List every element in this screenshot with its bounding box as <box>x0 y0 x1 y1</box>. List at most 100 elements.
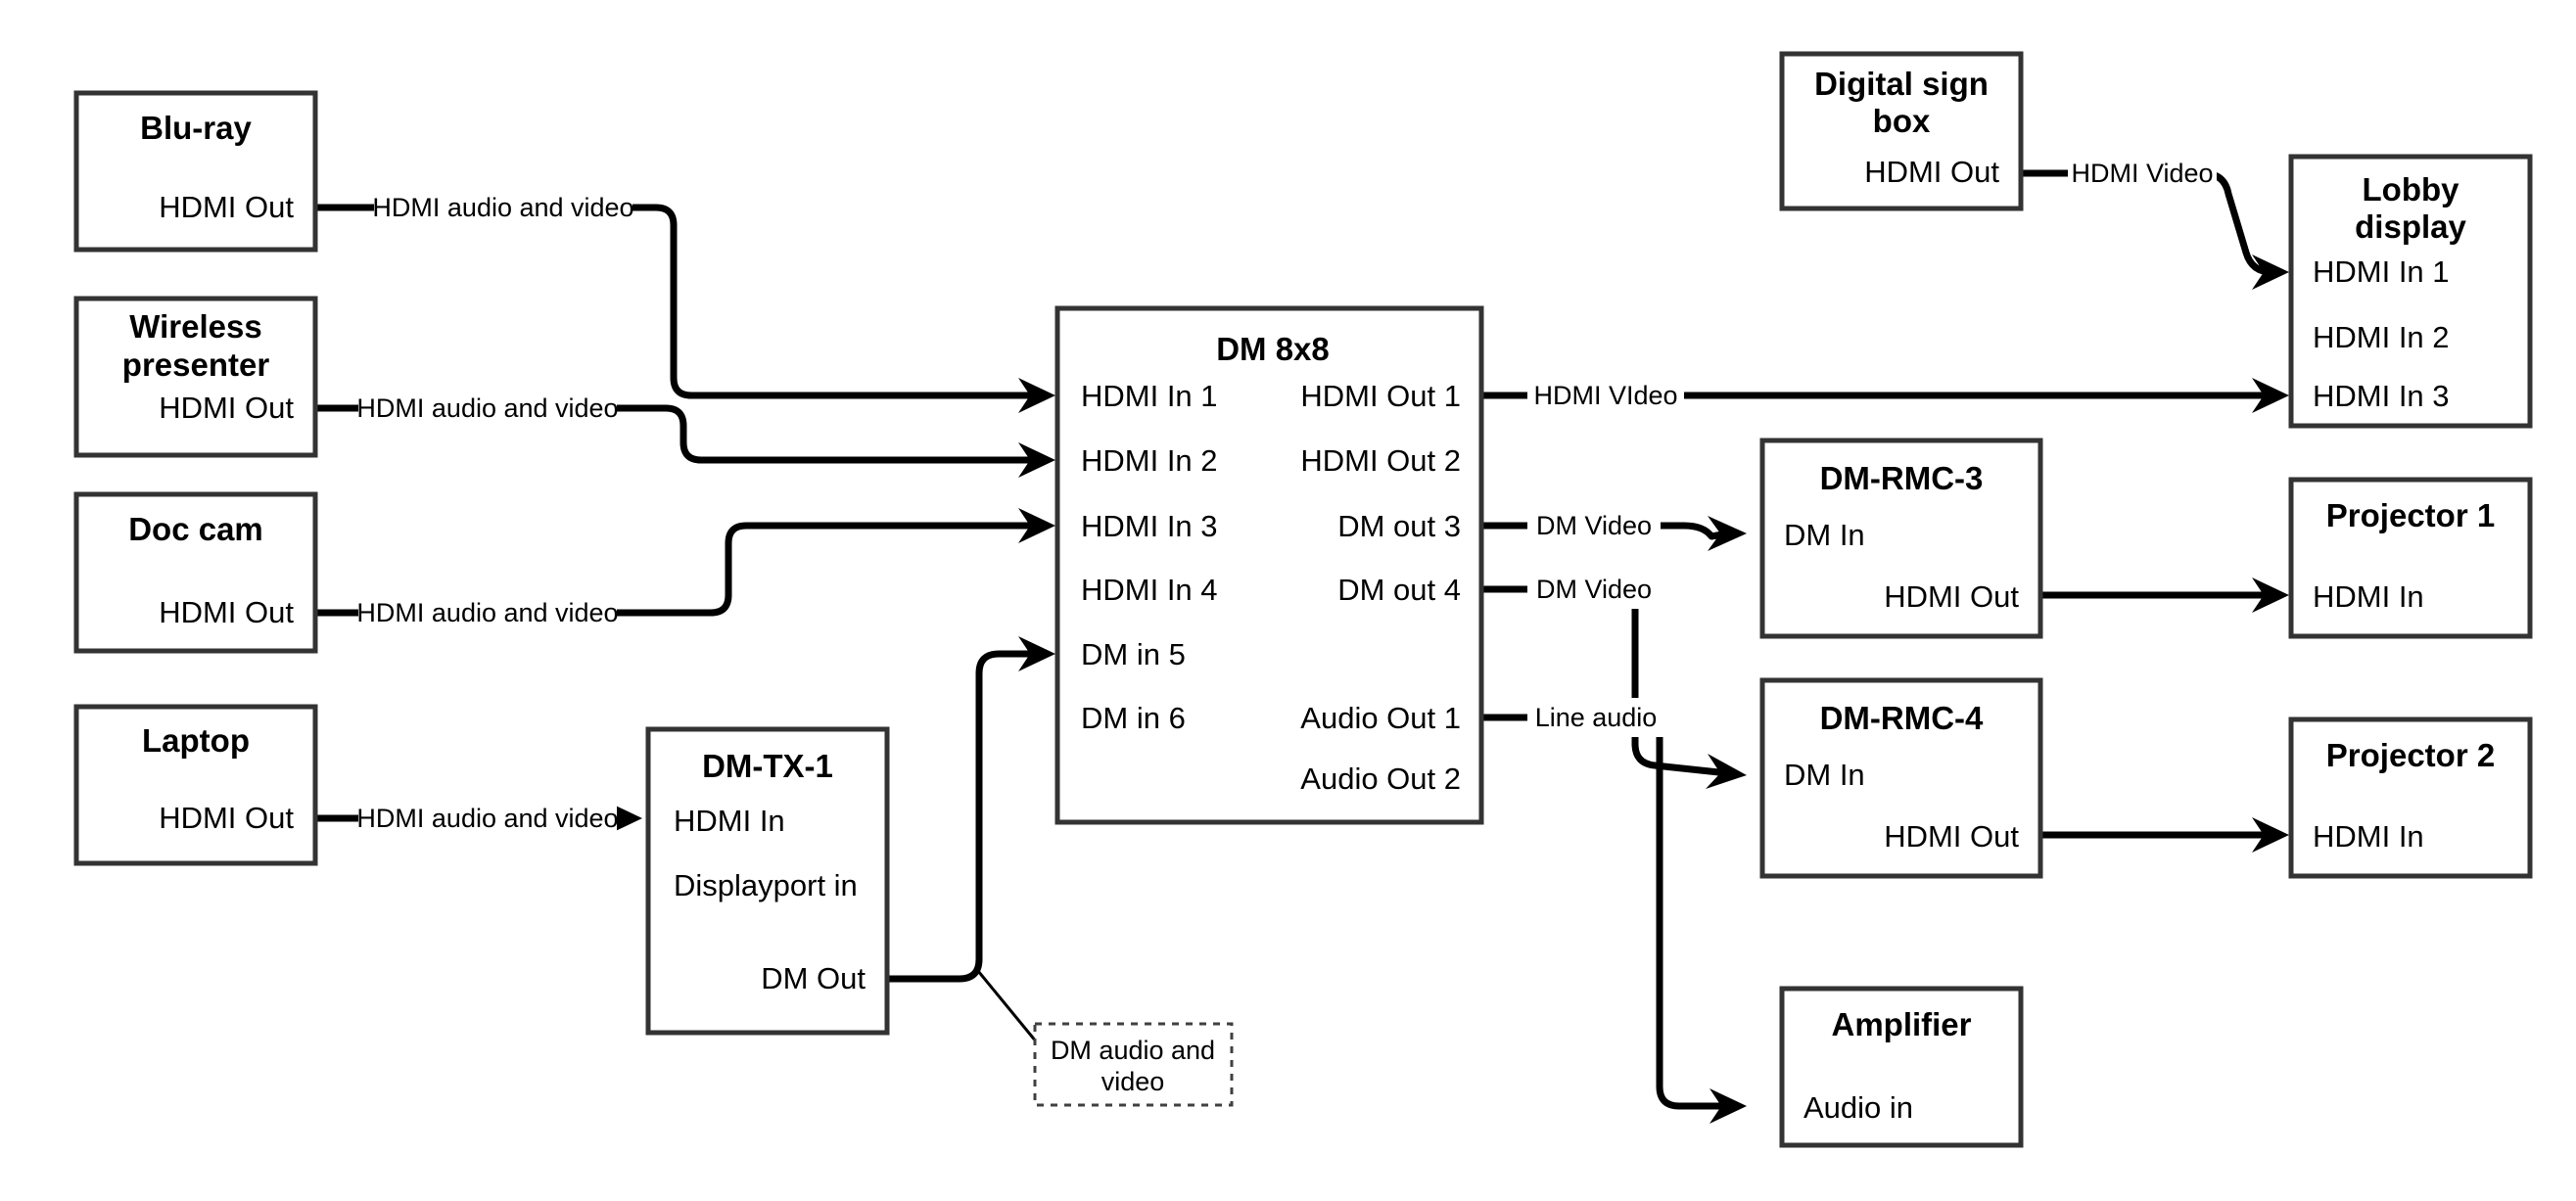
node-digital-sign-box[interactable]: Digital sign box HDMI Out <box>1779 51 2024 211</box>
projector-2-box[interactable] <box>2288 716 2533 879</box>
doc-cam-title: Doc cam <box>128 511 263 547</box>
doc-cam-box[interactable] <box>73 491 318 654</box>
digital-sign-title-line2: box <box>1873 103 1931 139</box>
node-doc-cam[interactable]: Doc cam HDMI Out <box>73 491 318 654</box>
dm-8x8-title: DM 8x8 <box>1216 331 1330 367</box>
dm-8x8-output-dm-out-4: DM out 4 <box>1337 573 1461 607</box>
dm-rmc-3-box[interactable] <box>1759 438 2043 639</box>
projector-1-title: Projector 1 <box>2326 497 2495 533</box>
amplifier-port-audio-in: Audio in <box>1803 1090 1913 1125</box>
digital-sign-box[interactable] <box>1779 51 2024 211</box>
lobby-display-title-line2: display <box>2355 208 2466 245</box>
arrowhead-lobby-hdmi-in-3 <box>2252 378 2289 413</box>
dm-rmc-4-box[interactable] <box>1759 677 2043 879</box>
doc-cam-port-hdmi-out: HDMI Out <box>159 595 294 629</box>
cable-dmtx1-to-dm8x8 <box>887 650 1040 983</box>
node-bluray[interactable]: Blu-ray HDMI Out <box>73 90 318 253</box>
dm-8x8-output-hdmi-out-1: HDMI Out 1 <box>1300 379 1461 413</box>
dm-tx-1-port-displayport-in: Displayport in <box>674 868 858 902</box>
dm-rmc-4-port-hdmi-out: HDMI Out <box>1884 819 2019 854</box>
cable-label-dm-out-3: DM Video <box>1536 511 1652 540</box>
cable-label-hdmi-out-1: HDMI VIdeo <box>1533 381 1677 410</box>
node-dm-rmc-4[interactable]: DM-RMC-4 DM In HDMI Out <box>1759 677 2043 879</box>
amplifier-box[interactable] <box>1779 986 2024 1148</box>
dm-8x8-input-hdmi-in-4: HDMI In 4 <box>1081 573 1218 607</box>
projector-1-box[interactable] <box>2288 477 2533 639</box>
arrowhead-amplifier-audio-in <box>1710 1088 1747 1124</box>
node-wireless-presenter[interactable]: Wireless presenter HDMI Out <box>73 296 318 458</box>
bluray-box[interactable] <box>73 90 318 253</box>
callout-label-line2: video <box>1101 1067 1165 1096</box>
cable-label-audio-out-1: Line audio <box>1535 703 1658 732</box>
projector-1-port-hdmi-in: HDMI In <box>2313 579 2424 614</box>
lobby-display-title-line1: Lobby <box>2363 171 2460 208</box>
dm-8x8-input-hdmi-in-3: HDMI In 3 <box>1081 509 1218 543</box>
node-dm-8x8[interactable]: DM 8x8 HDMI In 1 HDMI In 2 HDMI In 3 HDM… <box>1054 305 1484 825</box>
cable-dm8x8-dmout3-to-dmrmc3 <box>1481 522 1729 540</box>
node-laptop[interactable]: Laptop HDMI Out <box>73 704 318 866</box>
cable-label-digital-sign: HDMI Video <box>2071 159 2213 188</box>
dm-tx-1-port-dm-out: DM Out <box>761 961 866 995</box>
cable-dm8x8-audioout1-to-amplifier <box>1481 714 1728 1110</box>
wireless-presenter-title-line2: presenter <box>122 346 270 383</box>
bluray-port-hdmi-out: HDMI Out <box>159 190 294 224</box>
callout-leader-line <box>976 970 1043 1048</box>
arrowhead-dm-hdmi-in-3 <box>1018 508 1055 543</box>
arrowhead-dm-hdmi-in-1 <box>1018 378 1055 413</box>
callout-box <box>1033 1022 1234 1107</box>
dm-8x8-input-dm-in-6: DM in 6 <box>1081 701 1186 735</box>
arrowhead-projector2-hdmi-in <box>2252 817 2289 853</box>
dm-rmc-4-port-dm-in: DM In <box>1784 758 1865 792</box>
node-lobby-display[interactable]: Lobby display HDMI In 1 HDMI In 2 HDMI I… <box>2288 154 2533 429</box>
dm-rmc-3-port-hdmi-out: HDMI Out <box>1884 579 2019 614</box>
lobby-display-input-hdmi-in-3: HDMI In 3 <box>2313 379 2450 413</box>
digital-sign-port-hdmi-out: HDMI Out <box>1864 155 1999 189</box>
cable-doccam-to-dm8x8 <box>315 522 1040 617</box>
projector-2-title: Projector 2 <box>2326 737 2495 773</box>
projector-2-port-hdmi-in: HDMI In <box>2313 819 2424 854</box>
wireless-presenter-box[interactable] <box>73 296 318 458</box>
cable-label-doccam: HDMI audio and video <box>356 598 618 627</box>
dm-8x8-output-audio-out-2: Audio Out 2 <box>1300 762 1461 796</box>
dm-rmc-3-title: DM-RMC-3 <box>1820 460 1984 496</box>
arrowhead-dm-hdmi-in-2 <box>1018 442 1055 478</box>
lobby-display-box[interactable] <box>2288 154 2533 429</box>
dm-8x8-output-audio-out-1: Audio Out 1 <box>1300 701 1461 735</box>
cable-label-bluray: HDMI audio and video <box>372 193 633 222</box>
digital-sign-title-line1: Digital sign <box>1814 66 1989 102</box>
laptop-port-hdmi-out: HDMI Out <box>159 801 294 835</box>
dm-tx-1-box[interactable] <box>645 726 890 1036</box>
cable-label-wireless: HDMI audio and video <box>356 393 618 423</box>
node-amplifier[interactable]: Amplifier Audio in <box>1779 986 2024 1148</box>
wireless-presenter-title-line1: Wireless <box>129 308 261 345</box>
node-projector-1[interactable]: Projector 1 HDMI In <box>2288 477 2533 639</box>
laptop-box[interactable] <box>73 704 318 866</box>
dm-tx-1-port-hdmi-in: HDMI In <box>674 804 785 838</box>
amplifier-title: Amplifier <box>1831 1006 1971 1042</box>
dm-8x8-input-hdmi-in-1: HDMI In 1 <box>1081 379 1218 413</box>
cable-bluray-to-dm8x8 <box>315 204 1040 399</box>
callout-dm-audio-and-video: DM audio and video <box>1033 1022 1234 1107</box>
dm-8x8-output-dm-out-3: DM out 3 <box>1337 509 1461 543</box>
bluray-title: Blu-ray <box>140 110 252 146</box>
lobby-display-input-hdmi-in-2: HDMI In 2 <box>2313 320 2450 354</box>
dm-tx-1-title: DM-TX-1 <box>702 748 833 784</box>
arrowhead-lobby-hdmi-in-1 <box>2252 254 2289 290</box>
node-dm-rmc-3[interactable]: DM-RMC-3 DM In HDMI Out <box>1759 438 2043 639</box>
node-dm-tx-1[interactable]: DM-TX-1 HDMI In Displayport in DM Out <box>645 726 890 1036</box>
cable-label-laptop: HDMI audio and video <box>356 804 618 833</box>
dm-8x8-output-hdmi-out-2: HDMI Out 2 <box>1300 443 1461 478</box>
dm-rmc-4-title: DM-RMC-4 <box>1820 700 1984 736</box>
arrowhead-dm-dm-in-5 <box>1018 636 1055 671</box>
dm-8x8-input-dm-in-5: DM in 5 <box>1081 637 1186 671</box>
cable-dm8x8-dmout4-to-dmrmc4 <box>1481 585 1729 777</box>
lobby-display-input-hdmi-in-1: HDMI In 1 <box>2313 254 2450 289</box>
cable-wireless-to-dm8x8 <box>315 404 1040 464</box>
arrowhead-dmrmc3-dm-in <box>1708 516 1747 551</box>
arrowhead-projector1-hdmi-in <box>2252 577 2289 613</box>
dm-8x8-box[interactable] <box>1054 305 1484 825</box>
wireless-presenter-port-hdmi-out: HDMI Out <box>159 391 294 425</box>
node-projector-2[interactable]: Projector 2 HDMI In <box>2288 716 2533 879</box>
